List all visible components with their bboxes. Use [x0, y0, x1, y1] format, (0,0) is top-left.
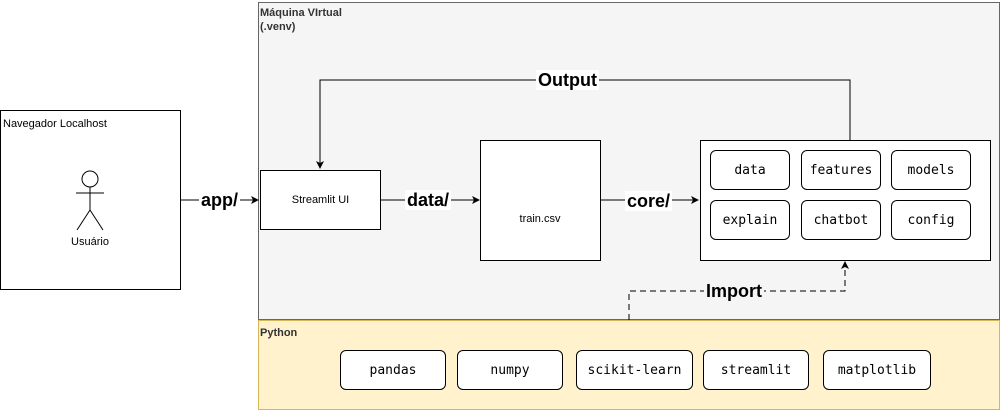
core-module-explain: explain — [710, 200, 790, 240]
user-actor-icon — [76, 170, 104, 231]
python-lib-streamlit: streamlit — [703, 350, 809, 390]
browser-title: Navegador Localhost — [3, 118, 107, 130]
python-lib-scikit-learn: scikit-learn — [576, 350, 693, 390]
edge-label-data: data/ — [405, 190, 452, 210]
core-module-features: features — [801, 150, 881, 190]
edge-label-import: Import — [704, 281, 764, 301]
vm-subtitle: (.venv) — [260, 21, 296, 33]
core-module-config: config — [891, 200, 971, 240]
edge-label-output: Output — [536, 70, 599, 90]
edge-label-app: app/ — [199, 190, 241, 210]
core-module-models: models — [891, 150, 971, 190]
streamlit-ui-label: Streamlit UI — [291, 194, 350, 206]
vm-title: Máquina VIrtual — [260, 7, 342, 19]
edge-label-core: core/ — [625, 191, 673, 211]
streamlit-ui-node: Streamlit UI — [260, 170, 381, 230]
core-module-chatbot: chatbot — [801, 200, 881, 240]
user-label: Usuário — [71, 236, 109, 248]
python-lib-pandas: pandas — [340, 350, 446, 390]
python-title: Python — [260, 327, 298, 339]
python-lib-numpy: numpy — [457, 350, 563, 390]
python-lib-matplotlib: matplotlib — [823, 350, 931, 390]
train-csv-label: train.csv — [519, 213, 561, 225]
train-csv-node — [480, 140, 601, 261]
core-module-data: data — [710, 150, 790, 190]
import-arrow — [628, 261, 849, 320]
